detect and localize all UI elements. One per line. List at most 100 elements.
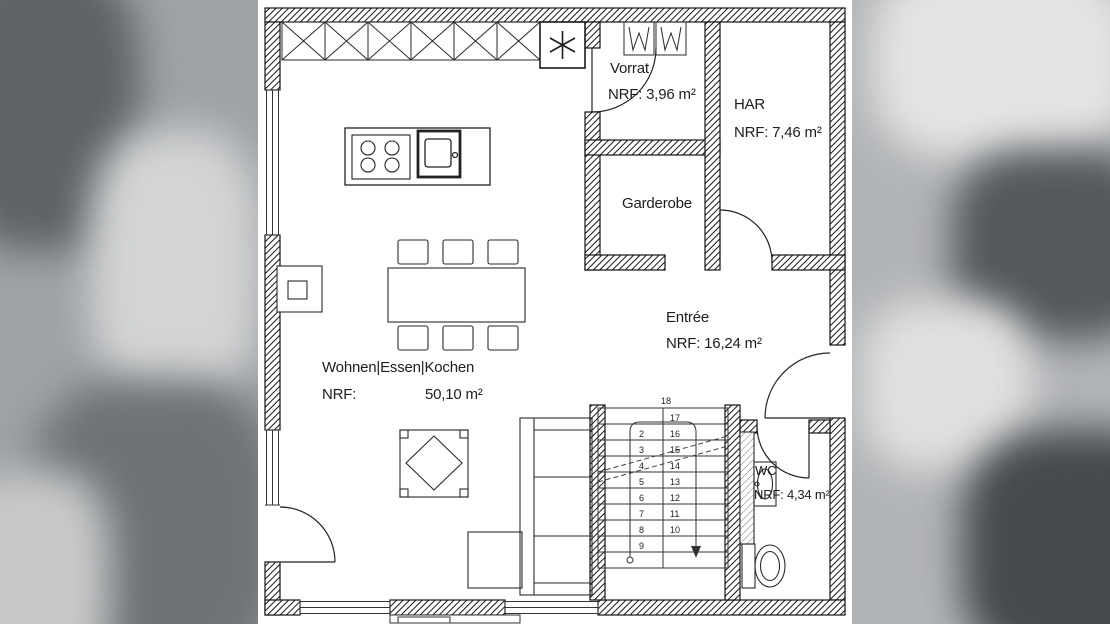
wall-garderobe-bottom: [584, 254, 666, 271]
window-left-upper: [265, 89, 280, 236]
wall-wc-top: [808, 419, 831, 434]
ottoman: [467, 531, 523, 589]
chair: [397, 239, 429, 265]
wall-bottom: [264, 599, 301, 616]
stair-step-number: 8: [639, 525, 644, 535]
closet-cell: [324, 21, 369, 61]
wall-right: [829, 417, 846, 601]
closet-cell: [453, 21, 498, 61]
stair-step-number: 15: [670, 445, 680, 455]
door-har: [719, 209, 773, 263]
dining-set: [387, 239, 526, 351]
wc-fixtures: [739, 431, 786, 589]
stair-step-number: 17: [670, 413, 680, 423]
stair-walk-line: [626, 421, 701, 564]
sink-icon: [416, 129, 462, 179]
room-label-wohnen: Wohnen|Essen|Kochen: [322, 359, 475, 376]
window-bottom-left: [299, 600, 391, 615]
stair-step-number: 9: [639, 541, 644, 551]
room-area-value-wohnen: 50,10 m²: [425, 386, 483, 403]
door-wc: [756, 425, 810, 479]
room-label-har: HAR: [734, 96, 766, 113]
stair-step-number: 12: [670, 493, 680, 503]
wall-left: [264, 234, 281, 431]
window-left-lower: [265, 429, 280, 506]
backdrop-blob: [962, 430, 1110, 624]
stair-step-number: 10: [670, 525, 680, 535]
chair: [397, 325, 429, 351]
stair-step-number: 16: [670, 429, 680, 439]
kitchen-island: [344, 127, 491, 186]
stair-step-number: 14: [670, 461, 680, 471]
appliance-washer: [623, 21, 655, 56]
wall-wc-top: [739, 419, 758, 434]
dining-table: [387, 267, 526, 323]
floor-plan: 18 2 3 4 5 6 7 8 9 17 16 15 14 13 12 11: [258, 0, 852, 624]
wall-bottom: [597, 599, 846, 616]
appliance-dryer: [655, 21, 687, 56]
stair-cut-line: [597, 445, 729, 483]
room-label-entree: Entrée: [666, 309, 709, 326]
blurred-backdrop-right: [852, 0, 1110, 624]
room-area-label-wohnen: NRF:: [322, 386, 357, 403]
chair: [487, 325, 519, 351]
wall-garderobe-left: [584, 111, 601, 271]
chair: [442, 239, 474, 265]
coffee-table: [399, 429, 469, 498]
room-label-vorrat: Vorrat: [610, 60, 649, 77]
appliance-boxes: [623, 21, 687, 56]
room-area-har: NRF: 7,46 m²: [734, 124, 822, 141]
door-entrance: [764, 352, 831, 419]
wall-bottom: [389, 599, 506, 616]
doors: [279, 47, 831, 563]
closet-cell: [496, 21, 541, 61]
room-label-wc: WC: [755, 463, 777, 478]
stair-step-number: 7: [639, 509, 644, 519]
wall-stair-right: [724, 404, 741, 601]
backdrop-blob: [90, 130, 258, 400]
room-area-vorrat: NRF: 3,96 m²: [608, 86, 696, 103]
stair-step-number: 11: [670, 509, 679, 519]
stair-step-numbers: 18 2 3 4 5 6 7 8 9 17 16 15 14 13 12 11: [639, 396, 680, 551]
walls: [264, 7, 846, 616]
stair-step-number: 2: [639, 429, 644, 439]
stair-step-number: 4: [639, 461, 644, 471]
room-label-garderobe: Garderobe: [622, 195, 692, 212]
window-bottom-center: [504, 600, 599, 615]
closet-cell: [410, 21, 455, 61]
room-area-wc: NRF: 4,34 m²: [754, 487, 830, 502]
closet-row: [281, 21, 541, 61]
stair-step-number: 6: [639, 493, 644, 503]
chimney-icon: [539, 21, 586, 69]
fireplace: [276, 265, 323, 313]
door-terrace: [279, 506, 336, 563]
chair: [442, 325, 474, 351]
backdrop-blob: [872, 0, 1110, 160]
toilet-icon: [741, 543, 786, 589]
door-vorrat: [591, 47, 657, 113]
wall-vorrat-bottom: [584, 139, 721, 156]
stair-cut-line: [597, 435, 729, 473]
wc-installation-wall: [739, 431, 755, 545]
closet-cell: [367, 21, 412, 61]
wall-har-left: [704, 21, 721, 271]
blurred-backdrop-left: [0, 0, 258, 624]
wall-left: [264, 21, 281, 91]
wall-har-bottom: [771, 254, 846, 271]
chair: [487, 239, 519, 265]
room-area-entree: NRF: 16,24 m²: [666, 335, 762, 352]
stove-icon: [351, 134, 411, 180]
sofa: [467, 417, 593, 596]
closet-cell: [281, 21, 326, 61]
windows: [265, 89, 599, 615]
washbasin-icon: [753, 461, 777, 507]
backdrop-blob: [0, 470, 110, 624]
staircase: 18 2 3 4 5 6 7 8 9 17 16 15 14 13 12 11: [597, 396, 729, 569]
stair-step-number: 18: [661, 396, 671, 406]
stair-step-number: 3: [639, 445, 644, 455]
wall-vorrat-left: [584, 21, 601, 49]
wall-right: [829, 21, 846, 346]
stair-step-number: 13: [670, 477, 680, 487]
floor-plan-drawing: 18 2 3 4 5 6 7 8 9 17 16 15 14 13 12 11: [264, 7, 846, 624]
